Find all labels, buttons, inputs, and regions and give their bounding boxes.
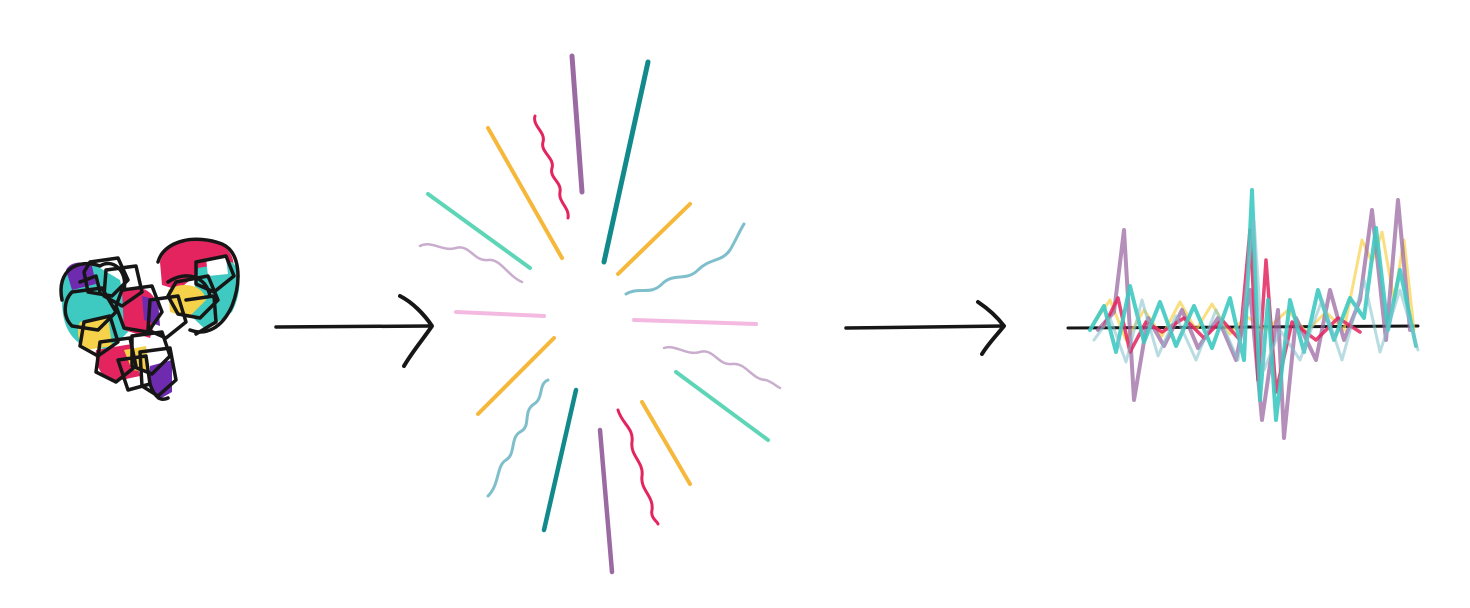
burst-ray-yellow-bottomright [640, 400, 692, 486]
burst-squiggle-sky-bottomleft [486, 378, 550, 498]
burst-ray-darkteal-bottom [541, 387, 579, 533]
heart-blob-purple-left [66, 262, 96, 290]
arrow-1-shaft [274, 324, 432, 329]
arrow-2 [844, 300, 1006, 356]
burst-squiggle-mauve-right [662, 345, 782, 390]
waveform-trace-teal [1088, 188, 1418, 422]
waveform [1066, 188, 1420, 440]
arrow-1 [274, 294, 434, 368]
burst [418, 53, 782, 575]
burst-ray-mauve-top [569, 53, 585, 195]
burst-ray-darkteal-top [601, 59, 651, 265]
heart-scribble [59, 237, 240, 401]
arrow-2-head [976, 300, 1006, 356]
burst-ray-yellow-topright [616, 202, 692, 276]
burst-ray-pink-right [632, 318, 758, 326]
burst-ray-mint-left [426, 192, 532, 270]
burst-ray-mauve-bottom [597, 427, 615, 575]
burst-squiggle-mauve-left [418, 243, 524, 284]
burst-ray-yellow-topleft [486, 126, 564, 260]
waveform-trace-sky [1092, 218, 1420, 372]
heart-blob-white-top [206, 258, 228, 276]
burst-squiggle-sky-topright [624, 222, 746, 296]
heart-ink-outlines [59, 237, 240, 401]
burst-squiggle-magenta-bottom [616, 408, 660, 526]
burst-ray-mint-right [674, 370, 770, 442]
burst-ray-yellow-bottomleft [476, 336, 556, 416]
burst-ray-pink-left [454, 310, 546, 318]
arrow-1-head [398, 294, 434, 368]
burst-squiggle-magenta-top [533, 114, 570, 220]
arrow-2-shaft [844, 324, 1006, 330]
waveform-trace-mauve [1096, 198, 1412, 440]
